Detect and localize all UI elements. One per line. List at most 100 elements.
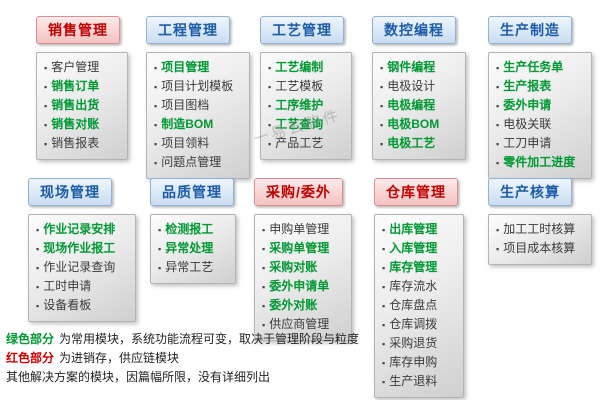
module-item-label: 申购单管理 bbox=[269, 222, 330, 236]
module-item-label: 工刀申请 bbox=[503, 136, 552, 150]
module-item-label: 作业记录查询 bbox=[43, 260, 116, 274]
module-item-label: 采购退货 bbox=[389, 336, 438, 350]
bullet-icon: ▪ bbox=[36, 263, 40, 273]
module-item: ▪工时申请 bbox=[36, 277, 130, 296]
module-item-label: 销售订单 bbox=[51, 79, 100, 93]
group-header-process: 工艺管理 bbox=[260, 16, 344, 44]
bullet-icon: ▪ bbox=[262, 320, 266, 330]
legend: 绿色部分为常用模块，系统功能流程可变，取决于管理阶段与粒度 红色部分为进销存，供… bbox=[6, 330, 359, 387]
module-item-label: 委外申请 bbox=[503, 98, 552, 112]
module-item-label: 项目管理 bbox=[161, 60, 210, 74]
module-item-label: 生产退料 bbox=[389, 374, 438, 388]
module-item-label: 电极关联 bbox=[503, 117, 552, 131]
module-item-label: 仓库盘点 bbox=[389, 298, 438, 312]
module-item: ▪库存管理 bbox=[382, 258, 458, 277]
module-item-label: 钢件编程 bbox=[387, 60, 436, 74]
legend-text-green: 为常用模块，系统功能流程可变，取决于管理阶段与粒度 bbox=[59, 332, 360, 346]
bullet-icon: ▪ bbox=[496, 63, 500, 73]
module-item: ▪电极设计 bbox=[380, 77, 460, 96]
bullet-icon: ▪ bbox=[268, 139, 272, 149]
module-item: ▪项目领料 bbox=[154, 134, 244, 153]
module-item: ▪加工工时核算 bbox=[496, 220, 586, 239]
bullet-icon: ▪ bbox=[268, 101, 272, 111]
bullet-icon: ▪ bbox=[268, 120, 272, 130]
module-item-label: 客户管理 bbox=[51, 60, 100, 74]
bullet-icon: ▪ bbox=[36, 225, 40, 235]
group-sales: 销售管理 ▪客户管理▪销售订单▪销售出货▪销售对账▪销售报表 bbox=[36, 16, 128, 160]
module-item: ▪生产退料 bbox=[382, 372, 458, 391]
bullet-icon: ▪ bbox=[44, 101, 48, 111]
bullet-icon: ▪ bbox=[380, 82, 384, 92]
bullet-icon: ▪ bbox=[36, 244, 40, 254]
module-item: ▪采购对账 bbox=[262, 258, 346, 277]
module-item: ▪项目管理 bbox=[154, 58, 244, 77]
module-item: ▪入库管理 bbox=[382, 239, 458, 258]
bullet-icon: ▪ bbox=[380, 120, 384, 130]
bullet-icon: ▪ bbox=[496, 225, 500, 235]
bullet-icon: ▪ bbox=[380, 139, 384, 149]
module-item: ▪电极工艺 bbox=[380, 134, 460, 153]
bullet-icon: ▪ bbox=[496, 244, 500, 254]
legend-line-red: 红色部分为进销存，供应链模块 bbox=[6, 349, 359, 368]
bullet-icon: ▪ bbox=[44, 120, 48, 130]
module-item: ▪委外申请单 bbox=[262, 277, 346, 296]
legend-line-green: 绿色部分为常用模块，系统功能流程可变，取决于管理阶段与粒度 bbox=[6, 330, 359, 349]
module-item: ▪供应商管理 bbox=[262, 315, 346, 334]
module-item-label: 工艺编制 bbox=[275, 60, 324, 74]
module-item: ▪制造BOM bbox=[154, 115, 244, 134]
group-header-costing: 生产核算 bbox=[488, 178, 572, 206]
bullet-icon: ▪ bbox=[382, 244, 386, 254]
module-item-label: 项目领料 bbox=[161, 136, 210, 150]
group-purchasing: 采购/委外 ▪申购单管理▪采购单管理▪采购对账▪委外申请单▪委外对账▪供应商管理 bbox=[254, 178, 352, 341]
module-item-label: 设备看板 bbox=[43, 298, 92, 312]
module-item: ▪项目计划模板 bbox=[154, 77, 244, 96]
module-item: ▪仓库盘点 bbox=[382, 296, 458, 315]
group-header-sales: 销售管理 bbox=[36, 16, 120, 44]
bullet-icon: ▪ bbox=[380, 101, 384, 111]
bullet-icon: ▪ bbox=[496, 82, 500, 92]
group-box-costing: ▪加工工时核算▪项目成本核算 bbox=[488, 214, 592, 265]
group-header-quality: 品质管理 bbox=[150, 178, 234, 206]
module-item-label: 异常工艺 bbox=[165, 260, 214, 274]
module-item: ▪销售对账 bbox=[44, 115, 122, 134]
bullet-icon: ▪ bbox=[36, 282, 40, 292]
module-item-label: 加工工时核算 bbox=[503, 222, 576, 236]
group-production: 生产制造 ▪生产任务单▪生产报表▪委外申请▪电极关联▪工刀申请▪零件加工进度 bbox=[488, 16, 592, 179]
bullet-icon: ▪ bbox=[44, 82, 48, 92]
group-box-purchasing: ▪申购单管理▪采购单管理▪采购对账▪委外申请单▪委外对账▪供应商管理 bbox=[254, 214, 352, 341]
bullet-icon: ▪ bbox=[382, 320, 386, 330]
bullet-icon: ▪ bbox=[496, 139, 500, 149]
module-item-label: 供应商管理 bbox=[269, 317, 330, 331]
module-item: ▪钢件编程 bbox=[380, 58, 460, 77]
module-item-label: 现场作业报工 bbox=[43, 241, 116, 255]
group-box-engineering: ▪项目管理▪项目计划模板▪项目图档▪制造BOM▪项目领料▪问题点管理 bbox=[146, 52, 250, 179]
bullet-icon: ▪ bbox=[262, 225, 266, 235]
bullet-icon: ▪ bbox=[158, 263, 162, 273]
module-item: ▪电极BOM bbox=[380, 115, 460, 134]
module-item-label: 问题点管理 bbox=[161, 155, 222, 169]
module-item-label: 零件加工进度 bbox=[503, 155, 576, 169]
group-header-production: 生产制造 bbox=[488, 16, 572, 44]
module-item-label: 库存申购 bbox=[389, 355, 438, 369]
group-engineering: 工程管理 ▪项目管理▪项目计划模板▪项目图档▪制造BOM▪项目领料▪问题点管理 bbox=[146, 16, 250, 179]
bullet-icon: ▪ bbox=[154, 63, 158, 73]
module-item: ▪零件加工进度 bbox=[496, 153, 586, 172]
module-item: ▪销售订单 bbox=[44, 77, 122, 96]
module-item: ▪委外申请 bbox=[496, 96, 586, 115]
module-item: ▪仓库调拨 bbox=[382, 315, 458, 334]
group-header-shopfloor: 现场管理 bbox=[28, 178, 112, 206]
module-item-label: 项目图档 bbox=[161, 98, 210, 112]
group-box-warehouse: ▪出库管理▪入库管理▪库存管理▪库存流水▪仓库盘点▪仓库调拨▪采购退货▪库存申购… bbox=[374, 214, 464, 398]
module-item: ▪生产报表 bbox=[496, 77, 586, 96]
module-item-label: 入库管理 bbox=[389, 241, 438, 255]
module-item-label: 工序维护 bbox=[275, 98, 324, 112]
bullet-icon: ▪ bbox=[154, 101, 158, 111]
bullet-icon: ▪ bbox=[154, 139, 158, 149]
module-item-label: 生产报表 bbox=[503, 79, 552, 93]
module-item-label: 工时申请 bbox=[43, 279, 92, 293]
bullet-icon: ▪ bbox=[496, 158, 500, 168]
module-item-label: 项目成本核算 bbox=[503, 241, 576, 255]
module-item: ▪客户管理 bbox=[44, 58, 122, 77]
bullet-icon: ▪ bbox=[382, 263, 386, 273]
